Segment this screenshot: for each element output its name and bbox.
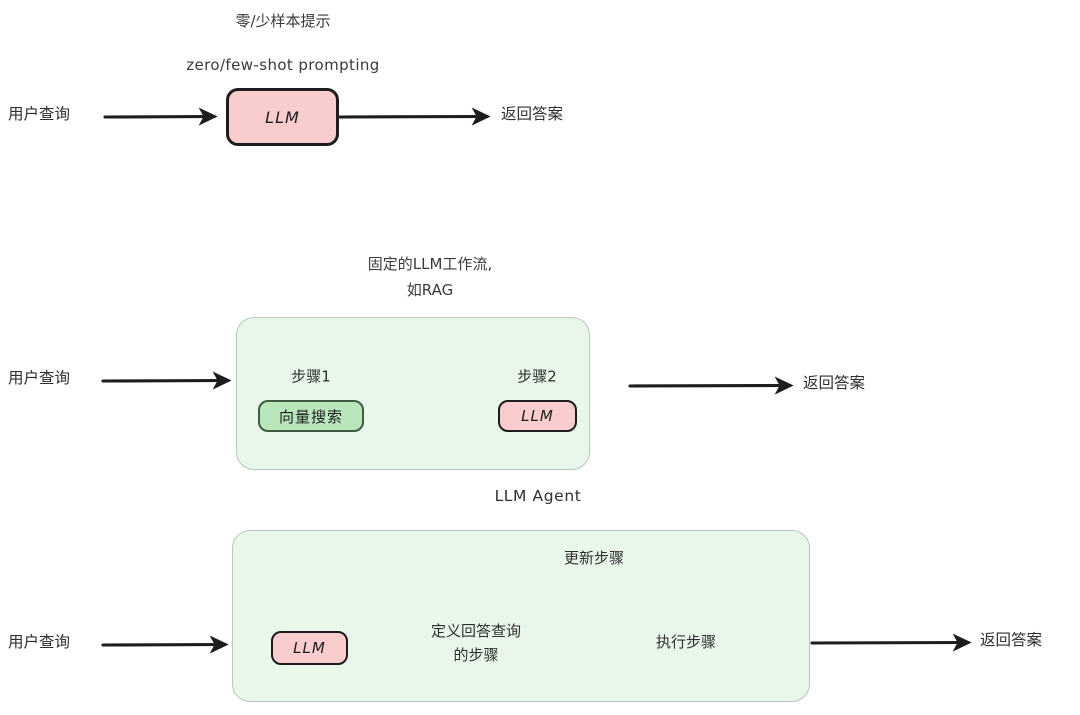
output-label-1: 返回答案 (501, 105, 564, 123)
stage-define-line2: 的步骤 (453, 646, 499, 664)
agent-container (232, 530, 810, 702)
arrow-input-3 (101, 635, 229, 654)
loop-label-update-steps: 更新步骤 (563, 549, 625, 567)
llm-node-3-label: LLM (293, 639, 326, 657)
step-2-title: 步骤2 (517, 367, 557, 386)
caption-llm-agent: LLM Agent (494, 487, 582, 505)
stage-define-line1: 定义回答查询 (430, 622, 522, 640)
input-label-2: 用户查询 (8, 369, 71, 387)
arrow-output-2 (628, 376, 794, 395)
step-1-title: 步骤1 (291, 367, 331, 386)
llm-node-1[interactable]: LLM (226, 88, 339, 146)
output-label-2: 返回答案 (803, 374, 866, 392)
stage-execute: 执行步骤 (655, 633, 717, 651)
llm-node-1-label: LLM (265, 107, 300, 127)
llm-node-2[interactable]: LLM (498, 400, 577, 432)
input-label-1: 用户查询 (8, 105, 71, 123)
vector-search-node-label: 向量搜索 (278, 407, 343, 426)
caption-fixed-workflow-cn: 固定的LLM工作流, (367, 255, 493, 273)
output-label-3: 返回答案 (980, 631, 1043, 649)
caption-zero-few-shot-en: zero/few-shot prompting (186, 56, 380, 74)
caption-zero-few-shot-cn: 零/少样本提示 (235, 12, 331, 30)
arrow-output-1 (338, 107, 491, 126)
vector-search-node[interactable]: 向量搜索 (258, 400, 364, 432)
input-label-3: 用户查询 (8, 633, 71, 651)
arrow-input-1 (103, 107, 218, 126)
llm-node-3[interactable]: LLM (271, 631, 348, 665)
arrow-output-3 (810, 633, 972, 652)
workflow-container (236, 317, 590, 470)
caption-fixed-workflow-cn2: 如RAG (406, 281, 454, 299)
arrow-input-2 (101, 371, 232, 390)
llm-node-2-label: LLM (521, 407, 554, 425)
